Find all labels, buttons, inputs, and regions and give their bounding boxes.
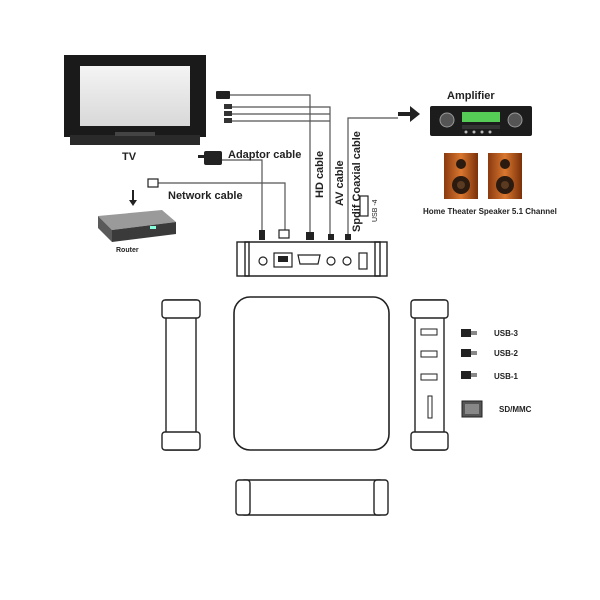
- spdif-cable-label: Spdif Coaxial cable: [351, 131, 363, 232]
- adaptor-cable-label: Adaptor cable: [228, 149, 301, 161]
- usb2-label: USB-2: [494, 349, 519, 358]
- hd-cable-label: HD cable: [314, 151, 326, 198]
- hdmi-port-icon: [297, 254, 321, 265]
- sd-slot-icon: [427, 395, 433, 419]
- usb3-label: USB-3: [494, 329, 519, 338]
- box-top-view: [233, 296, 390, 451]
- lan-port-icon: [273, 252, 293, 268]
- usb4-label: USB -4: [372, 199, 379, 222]
- spdif-port-icon: [342, 256, 352, 266]
- sd-card-icon: [461, 400, 483, 418]
- box-front-view: [235, 479, 389, 516]
- box-right-side: [410, 299, 449, 451]
- usb3-plug-icon: [461, 329, 477, 337]
- speaker-label: Home Theater Speaker 5.1 Channel: [423, 207, 557, 216]
- usb4-port-icon: [358, 252, 368, 270]
- router-icon: [98, 190, 176, 242]
- speakers-icon: [444, 153, 522, 199]
- cable-lines: [158, 94, 398, 240]
- av-plugs-icon: [224, 104, 232, 123]
- usb2-plug-icon: [461, 349, 477, 357]
- hdmi-plug-icon: [216, 91, 230, 99]
- usb1-plug-icon: [461, 371, 477, 379]
- usb1-label: USB-1: [494, 372, 519, 381]
- network-cable-label: Network cable: [168, 190, 243, 202]
- av-port-icon: [326, 256, 336, 266]
- box-left-side: [161, 299, 201, 451]
- router-label: Router: [116, 247, 139, 254]
- amplifier-label: Amplifier: [447, 90, 495, 102]
- amplifier-arrow-icon: [398, 106, 420, 122]
- av-cable-label: AV cable: [334, 160, 346, 206]
- usb4-plug-icon: [359, 195, 369, 217]
- usb1-port-icon: [420, 373, 438, 381]
- sdmmc-label: SD/MMC: [499, 405, 532, 414]
- usb2-port-icon: [420, 350, 438, 358]
- power-adaptor-icon: [198, 151, 222, 165]
- network-plug-icon: [147, 178, 159, 188]
- amplifier-icon: [430, 106, 532, 136]
- box-back-panel: [236, 229, 388, 277]
- tv-label: TV: [122, 151, 137, 163]
- tv-icon: [64, 55, 206, 145]
- usb3-port-icon: [420, 328, 438, 336]
